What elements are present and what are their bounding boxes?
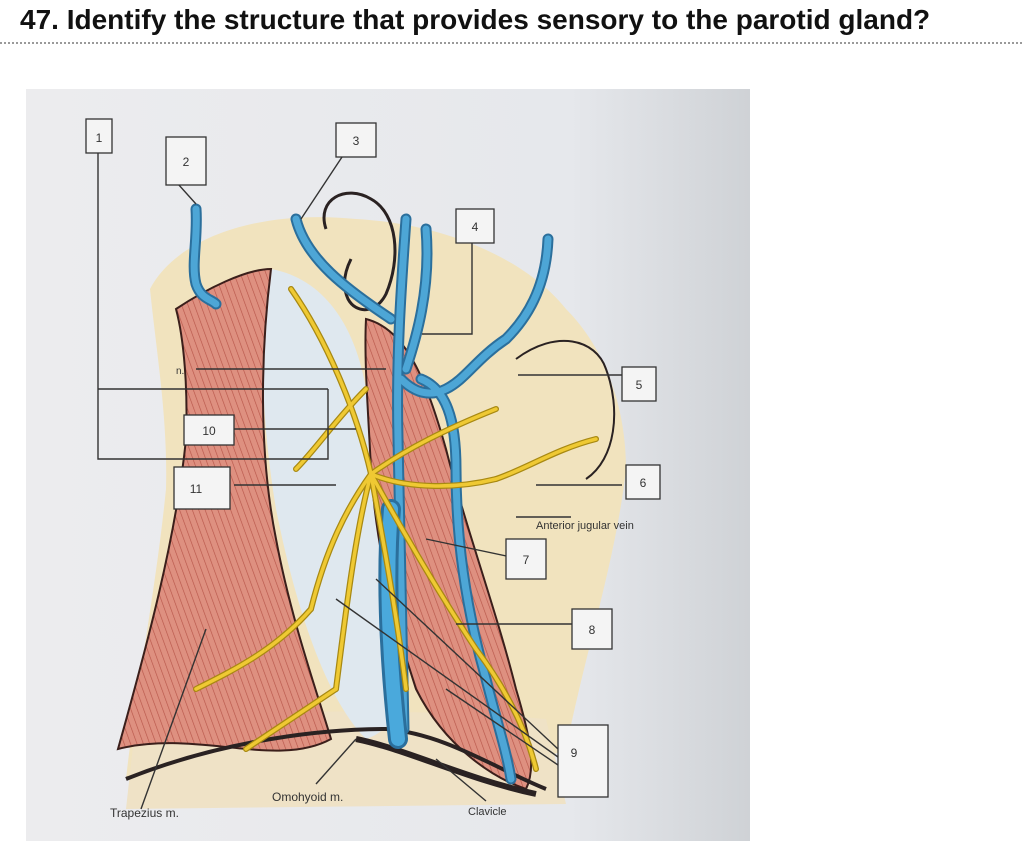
callout-label: 9 bbox=[571, 746, 578, 760]
clavicle-bone bbox=[355, 736, 537, 797]
callout-label: 10 bbox=[202, 424, 216, 438]
leader-lines bbox=[97, 150, 626, 810]
question-title: 47. Identify the structure that provides… bbox=[20, 4, 930, 36]
callout-box-2: 4 bbox=[455, 208, 495, 244]
question-text: Identify the structure that provides sen… bbox=[66, 4, 931, 35]
anterior-jugular-vein-label: Anterior jugular vein bbox=[536, 520, 634, 532]
callout-label: 1 bbox=[96, 131, 103, 145]
callout-label: 3 bbox=[353, 134, 360, 148]
callout-label: 4 bbox=[472, 220, 479, 234]
callout-label: 5 bbox=[636, 378, 643, 392]
callout-box-9: 1 bbox=[85, 118, 113, 154]
callout-label: 7 bbox=[523, 553, 530, 567]
clavicle-label: Clavicle bbox=[468, 806, 507, 818]
trapezius-label: Trapezius m. bbox=[110, 806, 179, 820]
nerve-n-label: n. bbox=[176, 366, 184, 377]
veins-fill bbox=[190, 205, 552, 783]
posterior-triangle bbox=[262, 269, 406, 739]
callout-box-7: 9 bbox=[557, 724, 609, 798]
callout-label: 6 bbox=[640, 476, 647, 490]
callout-box-8: 2 bbox=[165, 136, 207, 186]
omohyoid-label: Omohyoid m. bbox=[272, 790, 343, 804]
callout-box-5: 7 bbox=[505, 538, 547, 580]
neck-diagram: 1 2 3 4 5 6 7 8 bbox=[26, 89, 750, 841]
callout-box-1: 3 bbox=[335, 122, 377, 158]
callout-box-11: 11 bbox=[173, 466, 231, 510]
dotted-divider bbox=[0, 42, 1022, 44]
callout-box-4: 6 bbox=[625, 464, 661, 500]
neck-anatomy-figure: 1 2 3 4 5 6 7 8 bbox=[26, 89, 750, 841]
callout-box-3: 5 bbox=[621, 366, 657, 402]
callout-boxes: 1 2 3 4 5 6 7 8 bbox=[85, 118, 661, 798]
clavicle-outline bbox=[125, 726, 547, 791]
jaw-outline bbox=[515, 339, 616, 480]
callout-box-6: 8 bbox=[571, 608, 613, 650]
callout-label: 8 bbox=[589, 623, 596, 637]
callout-label: 11 bbox=[190, 482, 203, 496]
callout-box-10: 10 bbox=[183, 414, 235, 446]
callout-label: 2 bbox=[183, 155, 190, 169]
question-number: 47. bbox=[20, 4, 59, 35]
